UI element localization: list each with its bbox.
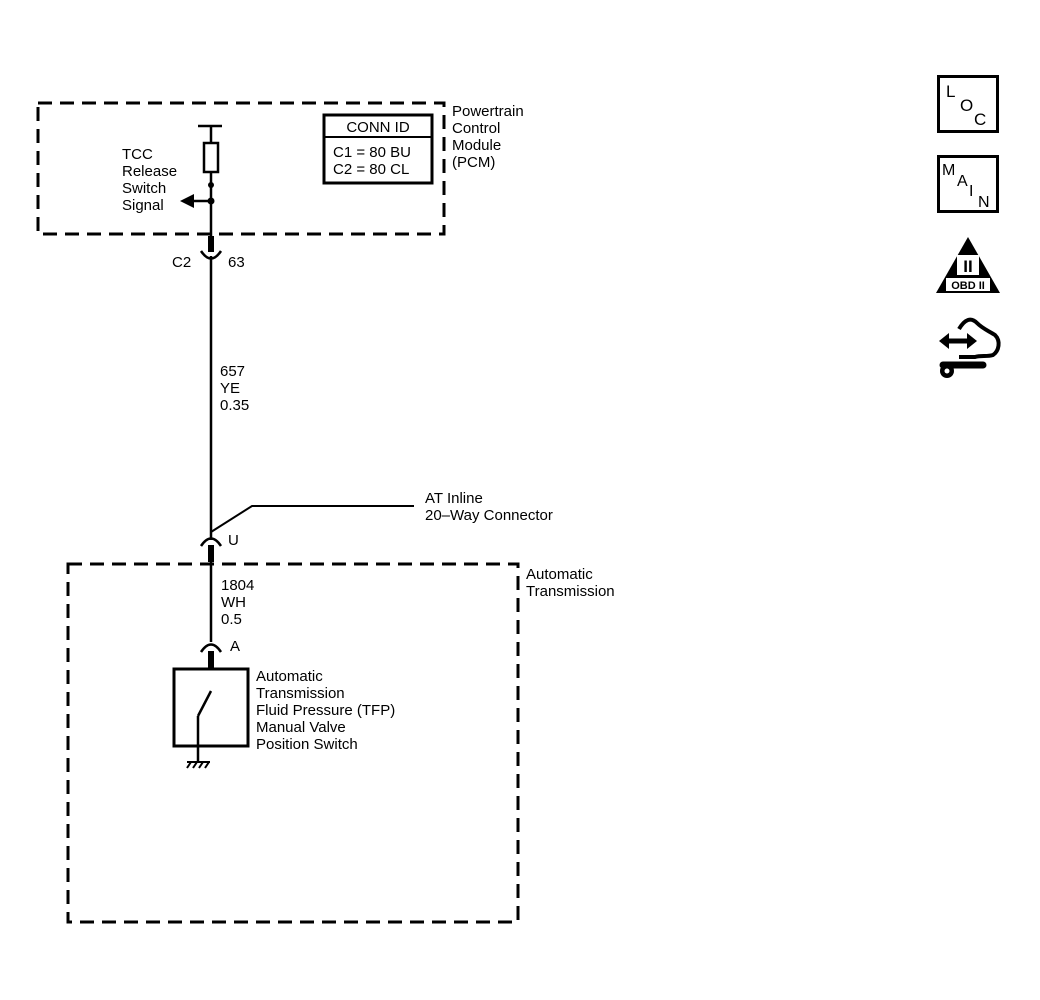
main-icon-letter: A (957, 173, 968, 190)
switch-label-line: Transmission (256, 685, 345, 702)
switch-label-line: Fluid Pressure (TFP) (256, 702, 395, 719)
main-icon-letter: N (978, 194, 990, 211)
signal-label-line: Release (122, 163, 177, 180)
wire-657-gauge: 0.35 (220, 397, 249, 414)
signal-label-line: Switch (122, 180, 166, 197)
conn-id-c1: C1 = 80 BU (333, 144, 411, 161)
conn-id-title: CONN ID (346, 119, 410, 136)
wire-1804-label: 1804 WH 0.5 (221, 577, 254, 628)
wire-1804-gauge: 0.5 (221, 611, 242, 628)
conn-id-c2: C2 = 80 CL (333, 161, 409, 178)
signal-label-line: TCC (122, 146, 153, 163)
at-inline-connector: AT Inline 20–Way Connector U (199, 490, 553, 562)
main-icon-letter: M (942, 162, 955, 179)
connector-c2: C2 63 (172, 236, 245, 271)
inline-connector-pin: U (228, 532, 239, 549)
pcm-module-boundary (36, 101, 446, 236)
wire-1804-color: WH (221, 594, 246, 611)
main-icon-letter: I (969, 183, 973, 200)
ground-icon (186, 761, 210, 769)
wire-657-circuit: 657 (220, 363, 245, 380)
connector-c2-pin: 63 (228, 254, 245, 271)
transmission-label-line: Automatic (526, 566, 593, 583)
inline-connector-label-line: AT Inline (425, 490, 483, 507)
conn-id-box: CONN ID C1 = 80 BU C2 = 80 CL (322, 113, 434, 185)
loc-icon[interactable]: L O C (937, 75, 999, 133)
signal-label-line: Signal (122, 197, 164, 214)
transmission-label-line: Transmission (526, 583, 615, 600)
switch-label-line: Automatic (256, 668, 323, 685)
connector-c2-label: C2 (172, 254, 191, 271)
main-icon[interactable]: M A I N (937, 155, 999, 213)
pcm-label: Powertrain Control Module (PCM) (452, 103, 524, 171)
loc-icon-letter: C (974, 110, 986, 129)
signal-junction (180, 182, 215, 208)
transmission-label: Automatic Transmission (526, 566, 615, 600)
tfp-switch-label: Automatic Transmission Fluid Pressure (T… (256, 668, 395, 753)
obd-ii-label: OBD II (951, 280, 985, 292)
pcm-label-line: (PCM) (452, 154, 495, 171)
switch-pin: A (230, 638, 240, 655)
obd-ii-numeral: II (963, 257, 972, 276)
signal-arrow-icon (180, 194, 194, 208)
hand-wrench-icon[interactable] (937, 315, 1003, 383)
wire-657-label: 657 YE 0.35 (220, 363, 249, 414)
tfp-switch: A (172, 638, 250, 769)
pcm-label-line: Module (452, 137, 501, 154)
switch-label-line: Manual Valve (256, 719, 346, 736)
transmission-boundary (66, 562, 520, 924)
loc-icon-letter: O (960, 96, 973, 115)
tcc-release-switch-signal-label: TCC Release Switch Signal (122, 146, 177, 214)
loc-icon-letter: L (946, 82, 955, 101)
switch-label-line: Position Switch (256, 736, 358, 753)
wire-1804-circuit: 1804 (221, 577, 254, 594)
pcm-label-line: Control (452, 120, 500, 137)
inline-connector-label-line: 20–Way Connector (425, 507, 553, 524)
wire-657-color: YE (220, 380, 240, 397)
pull-up-resistor (198, 124, 222, 236)
obd-ii-icon[interactable]: II OBD II (934, 235, 1002, 295)
pcm-label-line: Powertrain (452, 103, 524, 120)
